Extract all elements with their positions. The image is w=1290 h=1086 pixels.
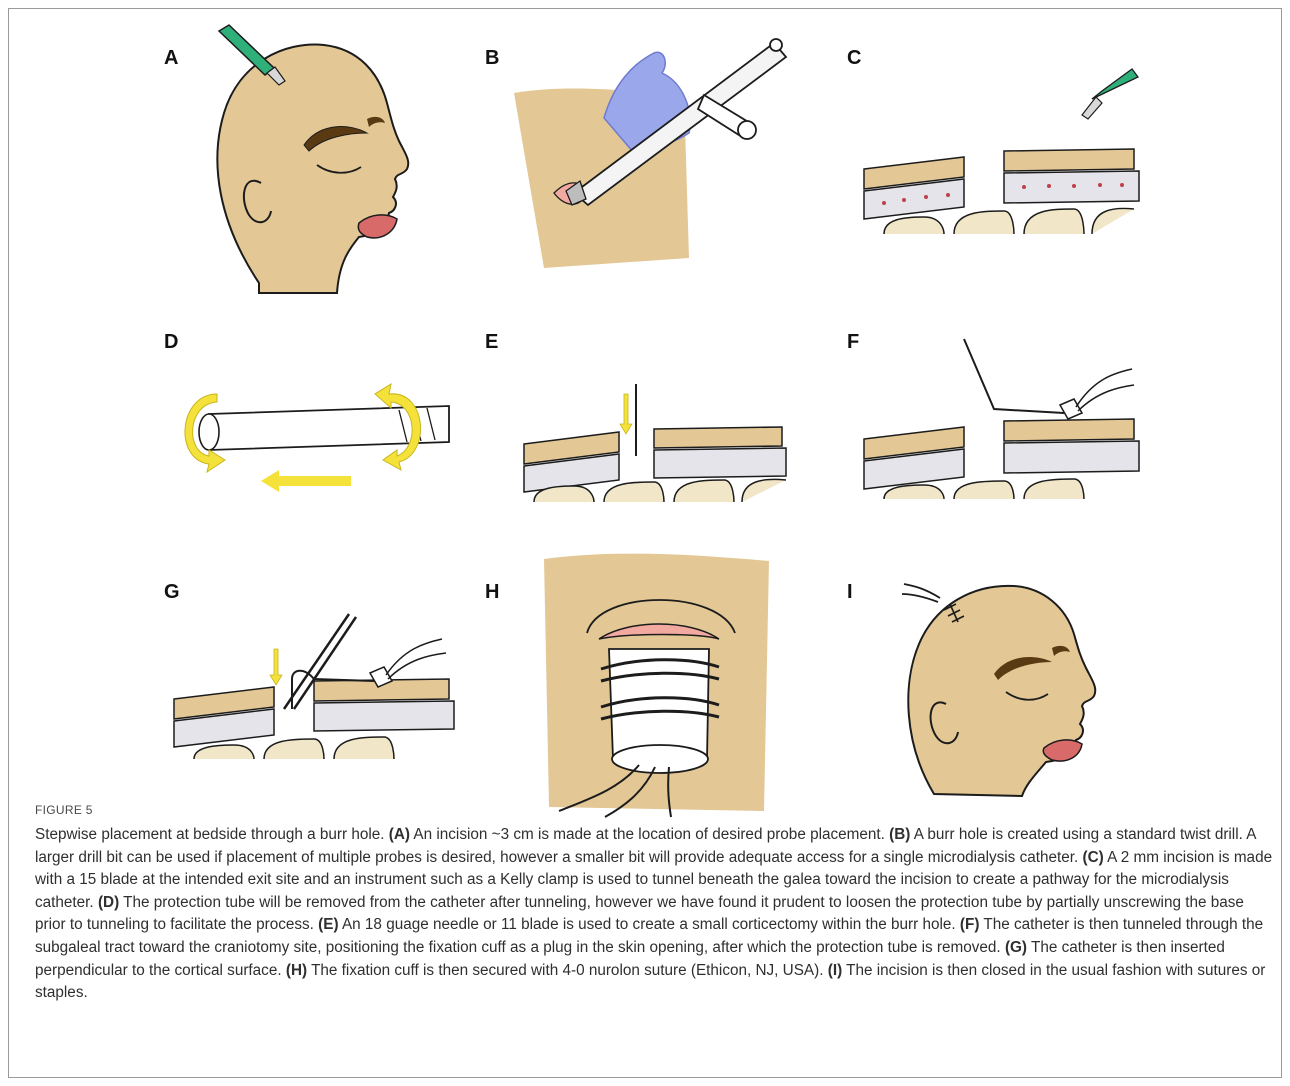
- scalpel-handle-icon: [219, 25, 274, 75]
- drill-ring: [770, 39, 782, 51]
- catheter-exit-icon: [902, 584, 940, 602]
- panel-label-h: H: [485, 581, 499, 604]
- down-arrow-icon: [270, 649, 282, 685]
- panel-label-a: A: [164, 47, 178, 70]
- figure-frame: A B C D E F G H I: [8, 8, 1282, 1078]
- panel-g-illustration: [174, 609, 459, 759]
- panel-c-illustration: [864, 69, 1144, 234]
- scalpel-handle-icon: [1092, 69, 1138, 99]
- cuff-base-icon: [612, 745, 708, 773]
- caption-panel-ref: (F): [960, 916, 980, 933]
- caption-panel-ref: (D): [98, 894, 119, 911]
- down-arrow-icon: [620, 394, 632, 434]
- caption-panel-ref: (E): [318, 916, 338, 933]
- panel-label-e: E: [485, 331, 498, 354]
- figure-caption: Stepwise placement at bedside through a …: [35, 824, 1275, 1005]
- scalp-layer-right: [1004, 149, 1134, 171]
- panel-h-illustration: [539, 549, 774, 819]
- tubing-lines: [1076, 369, 1134, 411]
- caption-panel-ref: (H): [286, 962, 307, 979]
- panel-label-f: F: [847, 331, 859, 354]
- tubing-lines: [386, 639, 446, 679]
- drill-handle-end: [738, 121, 756, 139]
- panel-label-g: G: [164, 581, 180, 604]
- caption-text: Stepwise placement at bedside through a …: [35, 826, 389, 843]
- panel-label-i: I: [847, 581, 853, 604]
- caption-panel-ref: (A): [389, 826, 410, 843]
- panel-label-c: C: [847, 47, 861, 70]
- caption-panel-ref: (C): [1083, 849, 1104, 866]
- panel-i-illustration: [894, 564, 1149, 799]
- head-outline: [908, 586, 1095, 796]
- caption-text: An incision ~3 cm is made at the locatio…: [410, 826, 889, 843]
- scalpel-blade-icon: [1082, 97, 1102, 119]
- caption-panel-ref: (B): [889, 826, 910, 843]
- caption-text: The fixation cuff is then secured with 4…: [307, 962, 828, 979]
- panel-label-b: B: [485, 47, 499, 70]
- caption-panel-ref: (I): [828, 962, 842, 979]
- panel-e-illustration: [524, 384, 789, 502]
- panel-d-illustration: [169, 364, 469, 499]
- catheter-icon: [964, 339, 1064, 413]
- head-outline: [217, 45, 408, 293]
- panel-a-illustration: [199, 23, 459, 308]
- direction-arrow-icon: [261, 470, 351, 492]
- panel-label-d: D: [164, 331, 178, 354]
- figure-label: FIGURE 5: [35, 803, 93, 817]
- panel-b-illustration: [514, 23, 824, 273]
- caption-text: An 18 guage needle or 11 blade is used t…: [339, 916, 960, 933]
- caption-panel-ref: (G): [1005, 939, 1027, 956]
- panel-f-illustration: [864, 339, 1144, 499]
